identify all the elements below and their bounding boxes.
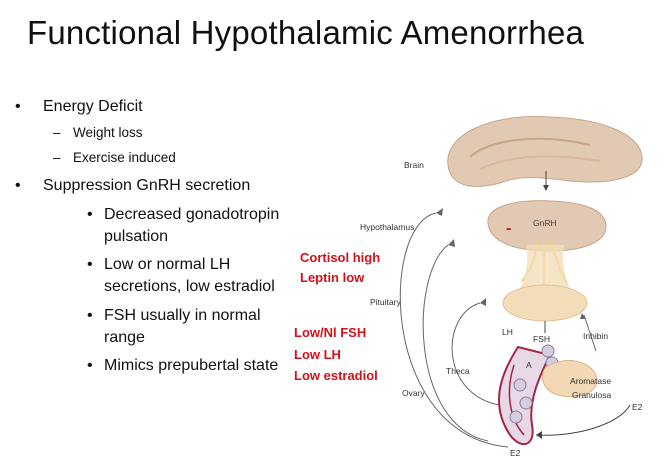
level2-item-lh: • Low or normal LH secretions, low estra…	[87, 254, 275, 298]
pituitary-shape	[502, 284, 588, 322]
bullet-dot-icon: •	[15, 177, 21, 194]
arrow-head-icon	[436, 208, 443, 216]
label-fsh: FSH	[533, 334, 550, 344]
item-line: range	[104, 329, 145, 346]
brain-shape	[447, 116, 643, 187]
label-e2-bottom: E2	[510, 448, 521, 458]
item-line: secretions, low estradiol	[104, 278, 275, 295]
follicle-cell	[541, 344, 555, 358]
bullet-dot-icon: •	[87, 256, 93, 273]
label-hypothalamus: Hypothalamus	[360, 222, 415, 232]
label-theca: Theca	[446, 366, 470, 376]
follicle-cell	[513, 378, 527, 392]
brain-fold	[479, 155, 601, 170]
label-brain: Brain	[404, 160, 424, 170]
annotation-cortisol-high: Cortisol high	[300, 250, 381, 265]
follicle-cell	[509, 410, 523, 424]
label-a: A	[526, 360, 532, 370]
pituitary-stalk	[518, 245, 572, 295]
dash-icon: –	[53, 150, 61, 165]
granulosa-shape	[542, 360, 598, 398]
arrow-head-icon	[580, 313, 586, 319]
follicle-cell	[519, 396, 533, 410]
label-e2-right: E2	[632, 402, 643, 412]
bullet-gnrh-suppression: • Suppression GnRH secretion	[15, 175, 251, 197]
label-inhibin: Inhibin	[583, 331, 609, 341]
vessel-line	[508, 364, 525, 436]
arrow-head-icon	[543, 185, 549, 191]
slide-title: Functional Hypothalamic Amenorrhea	[27, 14, 585, 51]
arrow-head-icon	[448, 239, 455, 247]
label-pituitary: Pituitary	[370, 297, 401, 307]
annotation-low-nl-fsh: Low/Nl FSH	[294, 325, 367, 340]
sub-bullet-text: Exercise induced	[73, 150, 176, 165]
sub-bullet-text: Weight loss	[73, 125, 143, 140]
item-line: FSH usually in normal	[104, 307, 261, 324]
annotation-leptin-low: Leptin low	[300, 270, 365, 285]
level2-item-gonadotropin: • Decreased gonadotropin pulsation	[87, 204, 280, 248]
hpo-axis-diagram	[399, 116, 643, 448]
label-lh: LH	[502, 327, 513, 337]
label-granulosa: Granulosa	[572, 390, 612, 400]
item-line: Decreased gonadotropin	[104, 206, 280, 223]
brain-fold	[469, 137, 591, 158]
bullet-dot-icon: •	[15, 98, 21, 115]
sub-bullet-weight-loss: – Weight loss	[53, 124, 143, 142]
item-line: Mimics prepubertal state	[104, 357, 279, 374]
level2-item-fsh: • FSH usually in normal range	[87, 305, 261, 349]
level2-item-prepubertal: • Mimics prepubertal state	[87, 355, 279, 377]
inhibition-minus-sign: -	[506, 220, 512, 237]
e2-arrow	[535, 404, 631, 436]
sub-bullet-exercise: – Exercise induced	[53, 149, 176, 167]
annotation-low-estradiol: Low estradiol	[294, 368, 378, 383]
bullet-energy-deficit: • Energy Deficit	[15, 96, 143, 118]
item-line: Low or normal LH	[104, 256, 231, 273]
inhibin-arrow	[583, 314, 597, 352]
feedback-arrow-brain	[399, 212, 509, 448]
label-gnrh: GnRH	[533, 218, 557, 228]
label-ovary: Ovary	[402, 388, 425, 398]
dash-icon: –	[53, 125, 61, 140]
feedback-arrow-hypothalamus	[422, 244, 489, 442]
bullet-dot-icon: •	[87, 206, 93, 223]
bullet-dot-icon: •	[87, 357, 93, 374]
ovary-vessel	[498, 345, 552, 446]
annotation-low-lh: Low LH	[294, 347, 341, 362]
bullet-text: Suppression GnRH secretion	[43, 177, 251, 194]
feedback-arrow-pituitary	[451, 302, 501, 406]
hypothalamus-shape	[487, 200, 607, 252]
arrow-head-icon	[536, 431, 542, 439]
bullet-dot-icon: •	[87, 307, 93, 324]
label-aromatase: Aromatase	[570, 376, 612, 386]
item-line: pulsation	[104, 228, 169, 245]
bullet-text: Energy Deficit	[43, 98, 143, 115]
arrow-head-icon	[480, 298, 486, 306]
